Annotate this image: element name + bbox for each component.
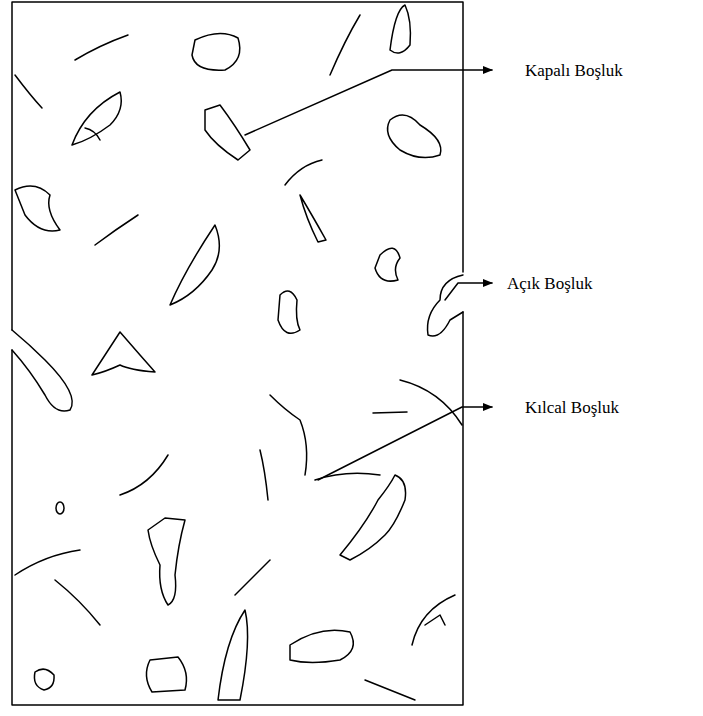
pores: [12, 5, 463, 700]
specimen-outline: [12, 2, 463, 330]
leader-line: [245, 70, 492, 135]
leader-line: [318, 407, 492, 480]
pore-label: Kapalı Boşluk: [525, 61, 623, 81]
pore-label: Açık Boşluk: [507, 274, 592, 294]
specimen-outline: [12, 312, 463, 705]
leader-line: [445, 283, 492, 300]
pore-label: Kılcal Boşluk: [525, 398, 619, 418]
